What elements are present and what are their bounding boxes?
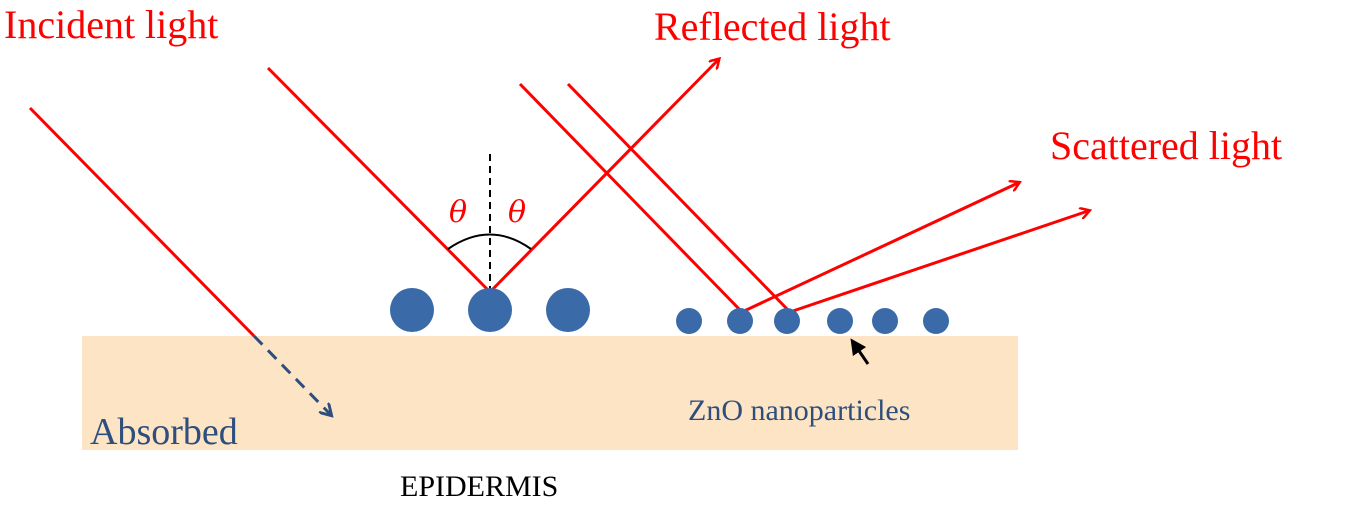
- scattered-ray-1: [741, 183, 1018, 314]
- large-particle: [390, 288, 434, 332]
- theta-left-label: θ: [449, 195, 467, 230]
- nanoparticle: [827, 308, 853, 334]
- large-particle: [468, 288, 512, 332]
- absorbed-ray-arrow: [252, 334, 330, 414]
- epidermis-label: EPIDERMIS: [400, 470, 558, 503]
- nanoparticle-pointer-arrow: [850, 338, 870, 365]
- nanoparticle: [676, 308, 702, 334]
- nanoparticle: [774, 308, 800, 334]
- nanoparticle: [923, 308, 949, 334]
- incident-ray: [266, 66, 492, 294]
- reflected-light-label: Reflected light: [654, 4, 891, 49]
- reflected-ray: [488, 60, 718, 294]
- scattered-light-label: Scattered light: [1050, 123, 1282, 168]
- theta-right-label: θ: [508, 195, 526, 230]
- absorbed-incident-ray: [28, 106, 256, 338]
- scattered-ray-2: [789, 211, 1088, 314]
- large-particle: [546, 288, 590, 332]
- nanoparticle: [727, 308, 753, 334]
- scatter-incident-ray-2: [566, 82, 792, 314]
- scatter-incident-ray-1: [518, 82, 744, 314]
- nanoparticle: [872, 308, 898, 334]
- incident-light-label: Incident light: [4, 2, 218, 47]
- angle-arc: [447, 233, 532, 250]
- zno-nanoparticles-label: ZnO nanoparticles: [688, 394, 910, 427]
- absorbed-label: Absorbed: [90, 411, 238, 453]
